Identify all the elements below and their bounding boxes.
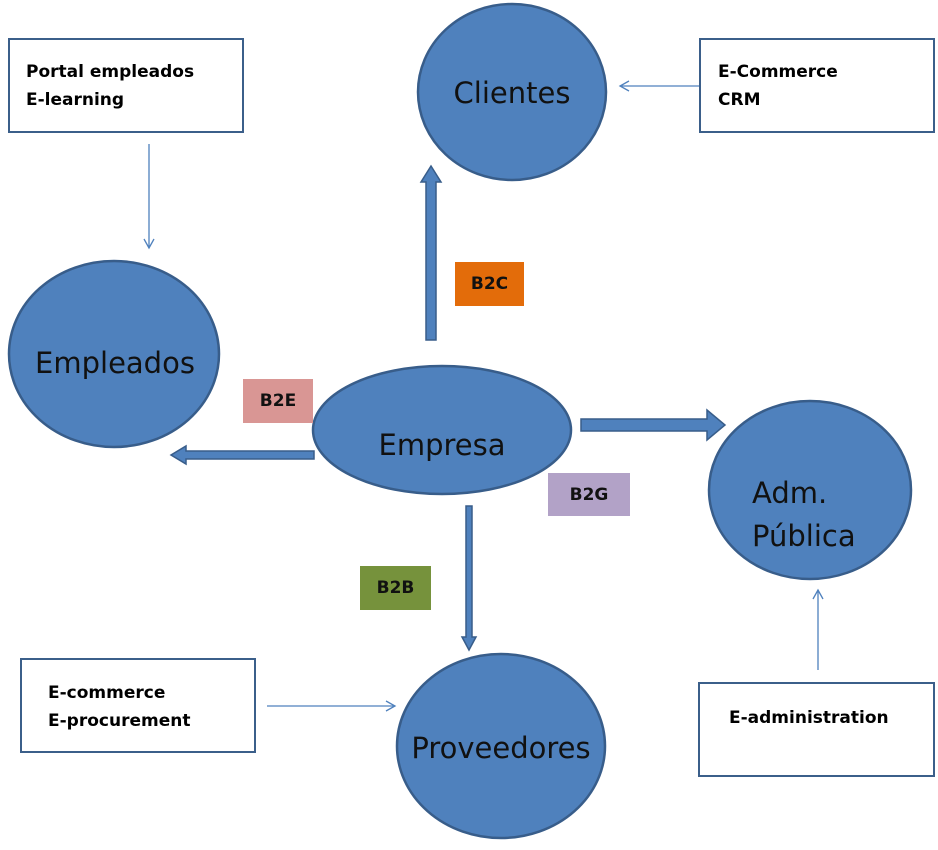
adm-label-line2: Pública — [752, 519, 856, 553]
arrow-to-proveedores — [460, 505, 478, 652]
proveedores-tool-1: E-commerce — [48, 683, 166, 703]
proveedores-tools-box: E-commerce E-procurement — [20, 658, 256, 753]
adm-label-line1: Adm. — [752, 476, 828, 510]
empleados-label: Empleados — [35, 346, 195, 380]
arrow-to-clientes — [419, 164, 443, 341]
b2g-tag: B2G — [548, 473, 630, 516]
empleados-tools-box: Portal empleados E-learning — [8, 38, 244, 133]
arrow-to-empleados — [169, 444, 315, 466]
empleados-tool-2: E-learning — [26, 90, 125, 110]
proveedores-tool-2: E-procurement — [48, 711, 191, 731]
arrow-to-adm-publica — [580, 408, 727, 442]
clientes-tool-1: E-Commerce — [718, 62, 838, 82]
empresa-label: Empresa — [378, 428, 506, 462]
clientes-node — [416, 2, 608, 182]
proveedores-node — [395, 652, 607, 840]
clientes-tool-2: CRM — [718, 90, 761, 110]
clientes-tools-box: E-Commerce CRM — [699, 38, 935, 133]
adm-tool-1: E-administration — [729, 708, 889, 728]
empleados-node — [7, 259, 221, 449]
clientes-label: Clientes — [453, 76, 571, 110]
b2c-tag: B2C — [455, 262, 524, 306]
adm-tools-box: E-administration — [698, 682, 935, 777]
empleados-tool-1: Portal empleados — [26, 62, 195, 82]
adm-publica-node — [707, 399, 913, 581]
empresa-node — [311, 364, 573, 496]
proveedores-label: Proveedores — [411, 731, 591, 765]
b2b-tag: B2B — [360, 566, 431, 610]
b2e-tag: B2E — [243, 379, 313, 423]
